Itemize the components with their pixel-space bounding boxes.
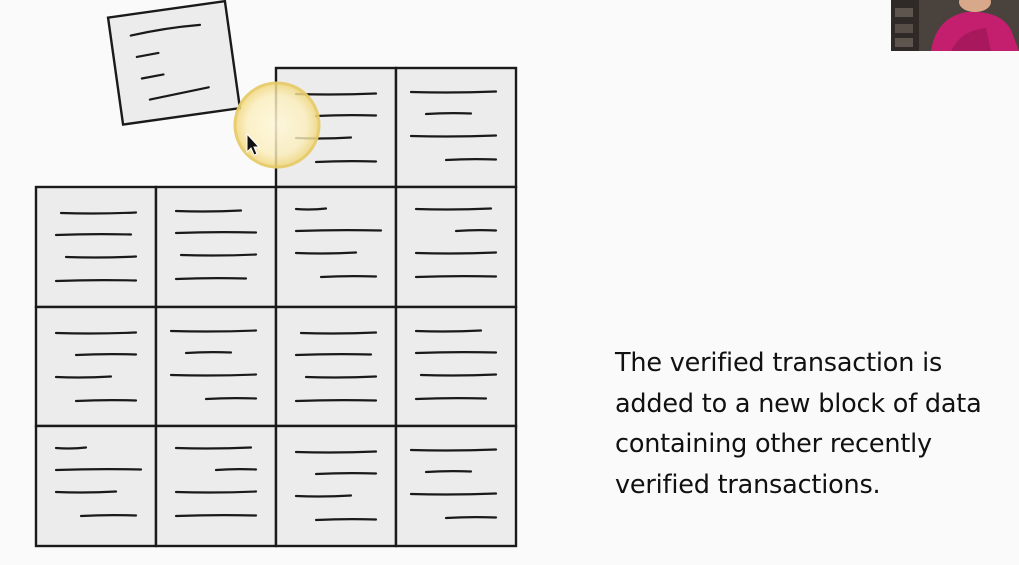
- cell-text-line: [204, 397, 258, 401]
- block-grid: [34, 66, 518, 548]
- caption-line: containing other recently: [615, 429, 932, 459]
- cell-text-line: [424, 470, 473, 474]
- cell-border: [154, 305, 278, 428]
- cell-text-line: [409, 134, 498, 138]
- cell-text-line: [174, 209, 243, 213]
- cell-text-line: [54, 446, 88, 450]
- cell-text-line: [409, 90, 498, 94]
- cell-border: [154, 424, 278, 548]
- cell-text-line: [414, 351, 498, 355]
- cell-text-line: [299, 331, 378, 335]
- caption-line: verified transactions.: [615, 469, 881, 500]
- transaction-cell: [394, 185, 518, 309]
- cell-text-line: [64, 255, 138, 259]
- cell-border: [274, 185, 398, 309]
- cell-text-line: [444, 158, 498, 162]
- cell-text-line: [54, 468, 143, 472]
- cell-text-line: [294, 229, 383, 233]
- cell-text-line: [59, 211, 138, 215]
- cell-border: [394, 305, 518, 428]
- cell-border: [394, 424, 518, 548]
- transaction-cell: [34, 185, 158, 309]
- cell-text-line: [54, 490, 118, 494]
- cell-text-line: [169, 373, 258, 377]
- mouse-pointer-icon: [246, 132, 261, 156]
- cell-text-line: [454, 229, 498, 233]
- cell-text-line: [214, 468, 258, 472]
- cell-text-line: [79, 514, 138, 518]
- cursor-highlight-ring: [233, 81, 321, 169]
- cell-text-line: [294, 92, 378, 96]
- caption-line: added to a new block of data: [615, 388, 982, 419]
- transaction-cell: [394, 305, 518, 428]
- cell-text-line: [294, 207, 328, 211]
- cell-text-line: [184, 351, 233, 355]
- cell-text-line: [314, 472, 378, 476]
- cell-text-line: [294, 399, 378, 403]
- verified-transaction-card: [106, 0, 242, 126]
- cell-text-line: [414, 397, 488, 401]
- cell-text-line: [74, 399, 138, 403]
- cell-text-line: [314, 114, 378, 118]
- cell-text-line: [179, 253, 258, 257]
- transaction-cell: [154, 424, 278, 548]
- cell-text-line: [54, 279, 138, 283]
- cell-text-line: [294, 494, 353, 498]
- cell-border: [34, 424, 158, 548]
- transaction-cell: [394, 66, 518, 189]
- cell-text-line: [54, 331, 138, 335]
- transaction-cell: [274, 185, 398, 309]
- cell-text-line: [169, 329, 258, 333]
- slide-caption: The verified transaction is added to a n…: [615, 343, 1015, 505]
- cell-text-line: [174, 446, 253, 450]
- transaction-cell: [394, 424, 518, 548]
- cell-text-line: [314, 160, 378, 164]
- cell-text-line: [294, 353, 373, 357]
- transaction-cell: [34, 424, 158, 548]
- cell-text-line: [174, 514, 258, 518]
- cell-text-line: [294, 450, 378, 454]
- transaction-cell: [274, 305, 398, 428]
- transaction-cell: [154, 185, 278, 309]
- cell-text-line: [409, 492, 498, 496]
- transaction-cell: [34, 305, 158, 428]
- cell-text-line: [409, 448, 498, 452]
- cell-text-line: [414, 275, 498, 279]
- cell-border: [274, 424, 398, 548]
- cell-text-line: [294, 251, 358, 255]
- cell-text-line: [74, 353, 138, 357]
- cell-text-line: [419, 373, 498, 377]
- cell-border: [394, 66, 518, 189]
- cell-text-line: [304, 375, 378, 379]
- cell-text-line: [319, 275, 378, 279]
- cell-border: [34, 305, 158, 428]
- transaction-cell: [154, 305, 278, 428]
- cell-border: [394, 185, 518, 309]
- cell-text-line: [54, 233, 133, 237]
- cell-text-line: [54, 375, 113, 379]
- cell-text-line: [414, 207, 493, 211]
- cell-border: [274, 305, 398, 428]
- cell-text-line: [174, 231, 258, 235]
- cell-border: [34, 185, 158, 309]
- cell-text-line: [414, 251, 498, 255]
- cell-text-line: [444, 516, 498, 520]
- presenter-webcam-thumbnail: [891, 0, 1019, 51]
- transaction-cell: [274, 424, 398, 548]
- cell-border: [154, 185, 278, 309]
- cell-text-line: [174, 277, 248, 281]
- cell-text-line: [424, 112, 473, 116]
- caption-line: The verified transaction is: [615, 348, 943, 378]
- cell-text-line: [174, 490, 258, 494]
- cell-text-line: [314, 518, 378, 522]
- cell-text-line: [414, 329, 483, 333]
